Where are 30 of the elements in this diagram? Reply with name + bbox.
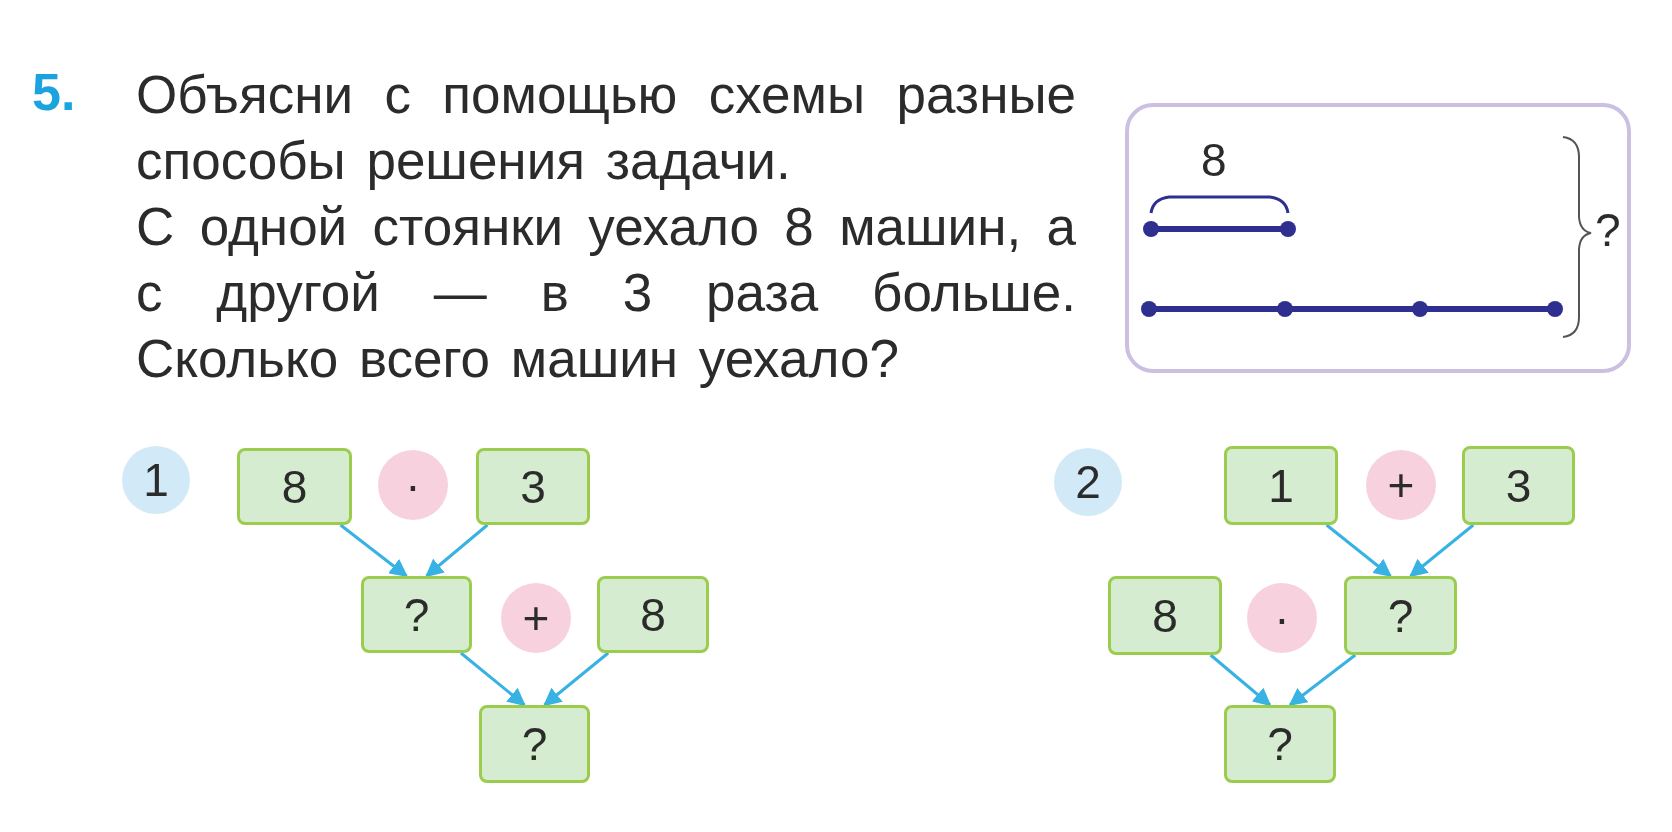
number-box: ?	[1224, 705, 1336, 783]
number-box: ?	[1344, 576, 1457, 655]
number-box: 3	[1462, 446, 1575, 525]
number-box: ?	[361, 576, 472, 653]
arrow	[543, 651, 610, 707]
number-box: 8	[597, 576, 709, 653]
arrow	[1409, 523, 1475, 578]
instruction-text: Объясни с помощью схемы разные способы решения задачи.	[136, 64, 1076, 192]
number-box: ?	[479, 705, 590, 783]
operation-circle: ·	[1247, 583, 1317, 653]
arrow	[339, 523, 408, 578]
operation-circle: +	[501, 583, 571, 653]
exercise-number: 5.	[32, 62, 77, 122]
arrow	[425, 523, 489, 578]
number-circle: 2	[1054, 448, 1122, 516]
number-box: 1	[1224, 446, 1338, 525]
arrow	[1325, 523, 1392, 578]
arrow	[1209, 653, 1272, 707]
operation-circle: +	[1366, 450, 1436, 520]
arrow	[459, 651, 526, 707]
problem-text: С одной стоянки уехало 8 машин, а с другой — в 3 раза больше. Сколько всего машин уехало?	[136, 196, 1076, 390]
segment-label: ?	[1595, 203, 1621, 257]
number-box: 8	[1108, 576, 1222, 655]
segment-label: 8	[1201, 133, 1227, 187]
arrow	[1288, 653, 1357, 707]
number-box: 3	[476, 448, 590, 525]
number-circle: 1	[122, 446, 190, 514]
operation-circle: ·	[378, 450, 448, 520]
number-box: 8	[237, 448, 352, 525]
diagram-panel	[1125, 103, 1631, 373]
